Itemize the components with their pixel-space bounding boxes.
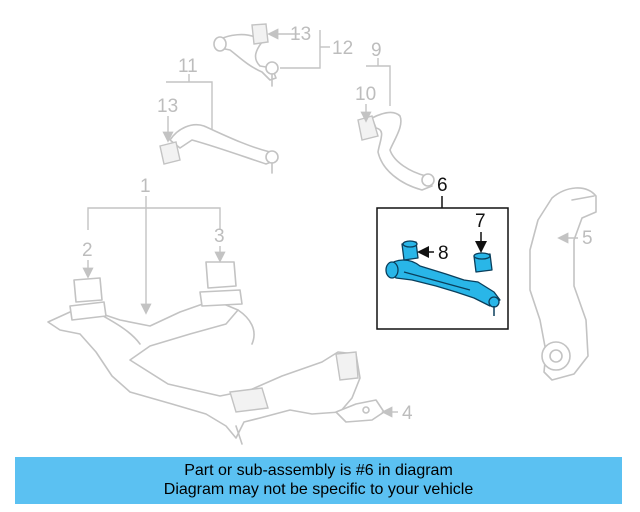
parts-diagram: 1 2 3 4 5 6 7 8 9 10 11 12 13 13 [47, 23, 597, 445]
control-arm-9 [357, 111, 435, 191]
callout-11: 11 [178, 56, 198, 77]
callout-7: 7 [475, 211, 486, 232]
bushing-8 [401, 240, 419, 261]
callout-3: 3 [214, 226, 225, 247]
callout-6: 6 [437, 175, 448, 196]
callout-2: 2 [82, 240, 93, 261]
subframe-1 [47, 261, 361, 445]
callout-10: 10 [355, 84, 376, 105]
callout-4: 4 [402, 403, 413, 424]
banner-line-2: Diagram may not be specific to your vehi… [163, 481, 474, 498]
steering-knuckle-5 [529, 187, 597, 381]
upper-control-arm-12 [213, 23, 279, 87]
lower-control-arm-6 [385, 259, 501, 316]
callout-13-left: 13 [157, 96, 178, 117]
callout-9: 9 [371, 40, 382, 61]
callout-1: 1 [140, 176, 151, 197]
callout-13-top: 13 [290, 24, 311, 45]
bushing-7 [473, 252, 493, 273]
callout-8: 8 [438, 243, 449, 264]
callout-12: 12 [332, 38, 353, 59]
callout-5: 5 [582, 228, 593, 249]
info-banner: Part or sub-assembly is #6 in diagram Di… [15, 457, 622, 504]
banner-line-1: Part or sub-assembly is #6 in diagram [184, 462, 453, 479]
control-arm-11 [159, 124, 279, 174]
